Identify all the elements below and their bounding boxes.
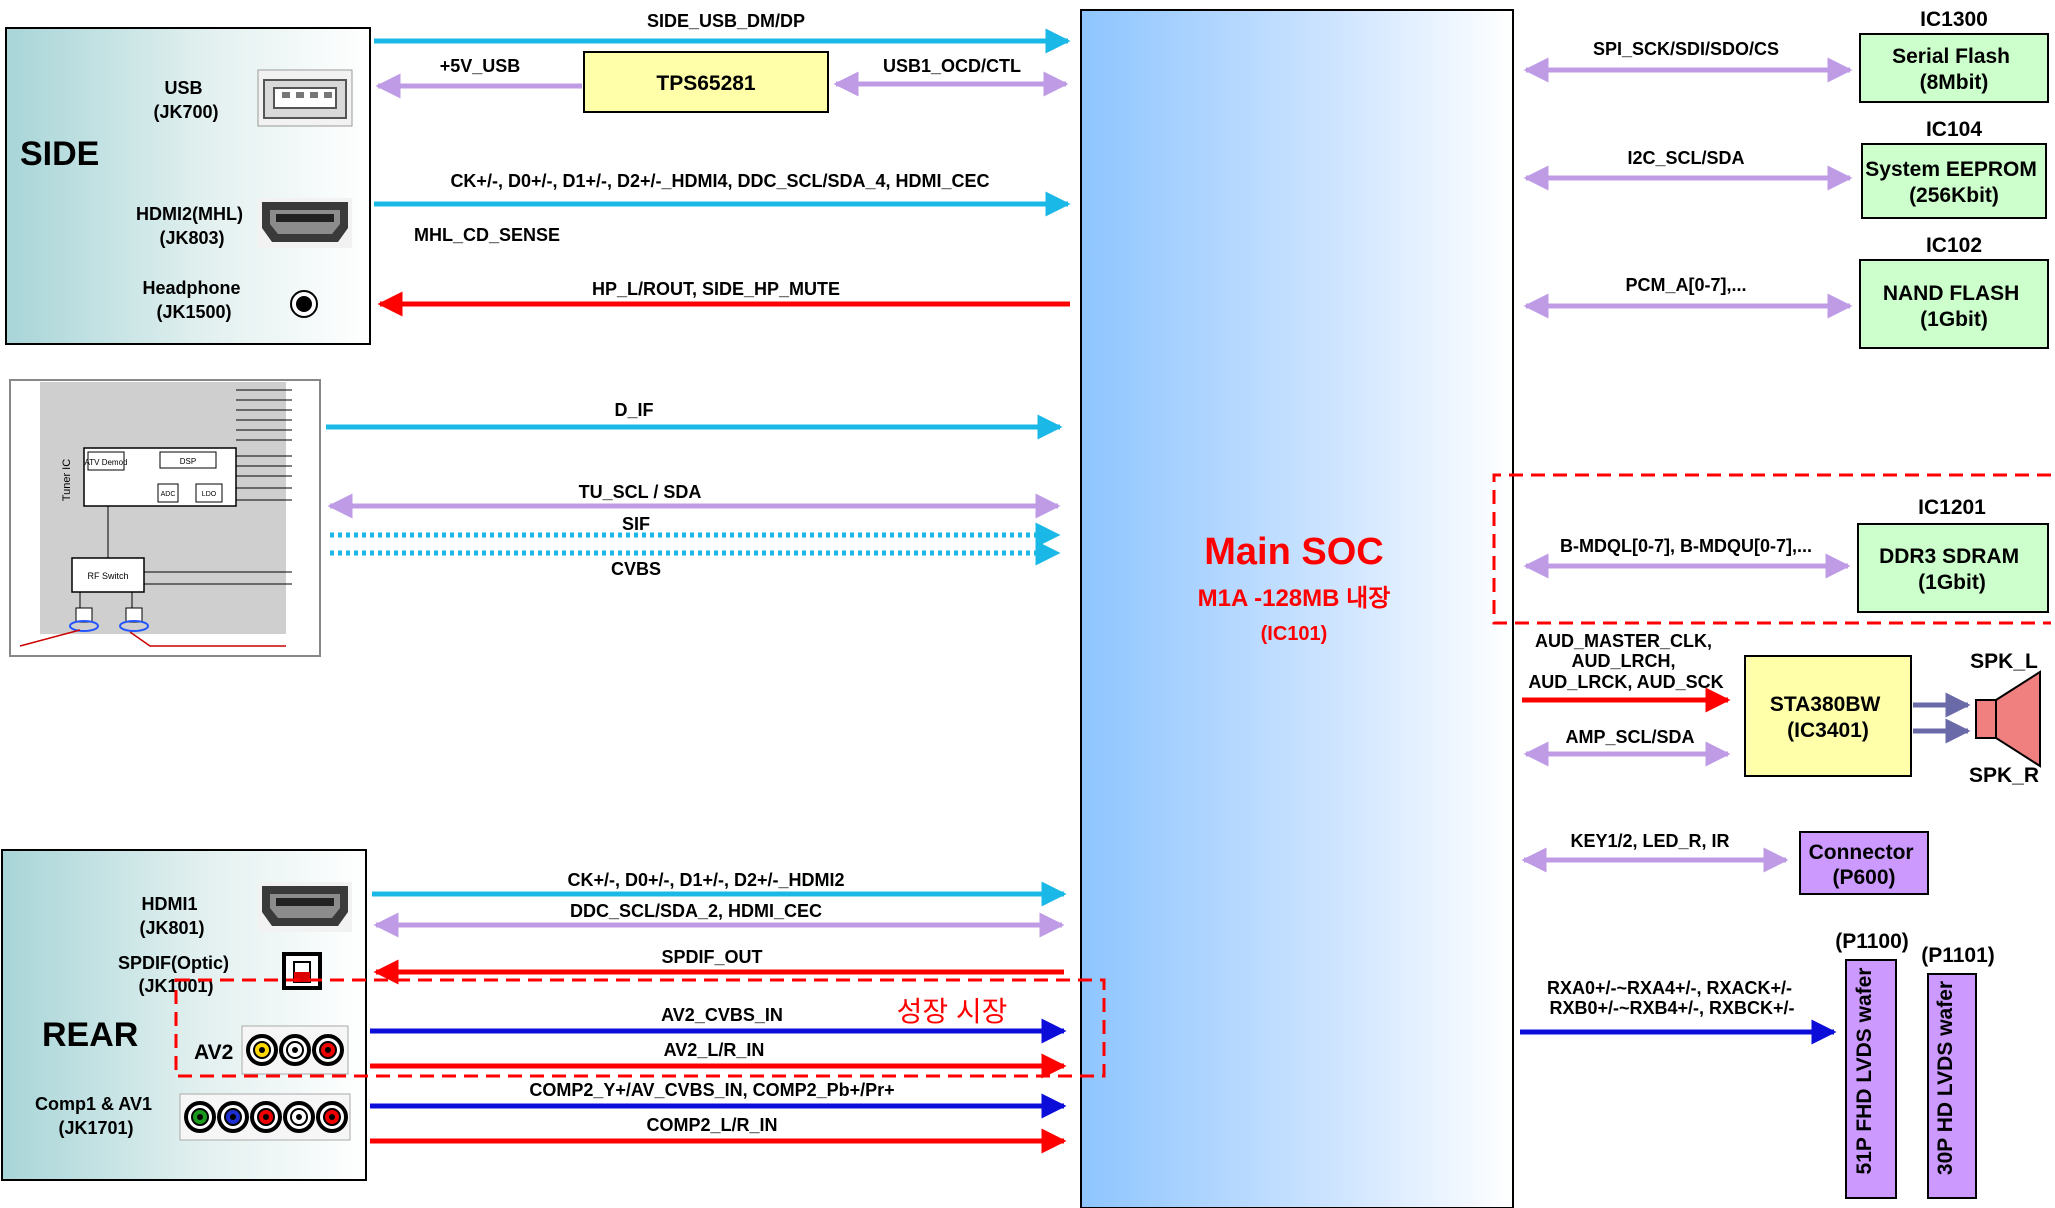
sig-amp: AMP_SCL/SDA	[1565, 727, 1694, 747]
sig-comp2: COMP2_Y+/AV_CVBS_IN, COMP2_Pb+/Pr+	[529, 1080, 894, 1100]
sig-hdmi2: CK+/-, D0+/-, D1+/-, D2+/-_HDMI2	[567, 870, 844, 890]
av2-rca-jacks-icon	[242, 1026, 348, 1074]
ic104-ref: IC104	[1926, 118, 1982, 141]
sig-i2c: I2C_SCL/SDA	[1627, 148, 1744, 168]
sig-av2-cvbs: AV2_CVBS_IN	[661, 1005, 783, 1025]
sig-5v-usb: +5V_USB	[440, 56, 521, 76]
sig-comp2-lr: COMP2_L/R_IN	[646, 1115, 777, 1135]
sig-key: KEY1/2, LED_R, IR	[1570, 831, 1729, 851]
sig-usb1-ocd: USB1_OCD/CTL	[883, 56, 1021, 76]
p1101-ref: (P1101)	[1921, 944, 1995, 967]
sig-sif: SIF	[622, 514, 650, 534]
svg-text:RF Switch: RF Switch	[87, 571, 128, 581]
svg-text:ADC: ADC	[161, 491, 176, 498]
sig-side-usb: SIDE_USB_DM/DP	[647, 11, 805, 31]
ic1300-ref: IC1300	[1920, 8, 1988, 31]
sig-d-if: D_IF	[614, 400, 653, 420]
spk-r-label: SPK_R	[1969, 764, 2039, 787]
sig-hdmi4: CK+/-, D0+/-, D1+/-, D2+/-_HDMI4, DDC_SC…	[450, 171, 989, 191]
soc-subtitle: M1A -128MB 내장	[1198, 585, 1391, 612]
sig-lvds: RXA0+/-~RXA4+/-, RXACK+/- RXB0+/-~RXB4+/…	[1547, 978, 1797, 1018]
usb-port-icon	[258, 70, 352, 126]
hdmi1-port-icon	[258, 882, 352, 932]
side-panel: SIDE USB (JK700) HDMI2(MHL) (JK803) Head…	[6, 28, 370, 344]
svg-text:LDO: LDO	[202, 491, 217, 498]
sig-hp: HP_L/ROUT, SIDE_HP_MUTE	[592, 279, 840, 299]
rear-title: REAR	[42, 1016, 138, 1054]
sig-cvbs: CVBS	[611, 559, 661, 579]
peripheral-blocks: IC1300 Serial Flash (8Mbit) IC104 System…	[1494, 8, 2051, 1198]
sig-aud: AUD_MASTER_CLK, AUD_LRCH, AUD_LRCK, AUD_…	[1528, 631, 1723, 692]
amp-box	[1745, 656, 1911, 776]
ic102-ref: IC102	[1926, 234, 1982, 257]
speaker-icon	[1976, 672, 2040, 766]
p1100-ref: (P1100)	[1835, 930, 1909, 953]
sig-spdif-out: SPDIF_OUT	[661, 947, 762, 967]
sig-pcm: PCM_A[0-7],...	[1625, 275, 1746, 295]
sig-ddr: B-MDQL[0-7], B-MDQU[0-7],...	[1560, 536, 1812, 556]
p1100-name: 51P FHD LVDS wafer	[1853, 968, 1876, 1175]
tuner-thumbnail: Tuner IC ATV Demod DSP ADC LDO RF Switch	[10, 380, 320, 656]
av2-label: AV2	[194, 1041, 233, 1064]
main-soc-block: Main SOC M1A -128MB 내장 (IC101)	[1081, 10, 1513, 1208]
sig-tu-scl: TU_SCL / SDA	[579, 482, 702, 502]
sig-spi: SPI_SCK/SDI/SDO/CS	[1593, 39, 1779, 59]
sig-av2-lr: AV2_L/R_IN	[664, 1040, 765, 1060]
tps65281-box: TPS65281	[584, 52, 828, 112]
p1101-name: 30P HD LVDS wafer	[1934, 981, 1957, 1175]
svg-text:DSP: DSP	[180, 457, 196, 466]
optical-port-icon	[284, 954, 320, 988]
tuner-chip-title: Tuner IC	[61, 459, 73, 501]
soc-ref: (IC101)	[1261, 623, 1328, 645]
soc-title: Main SOC	[1204, 531, 1383, 573]
comp-rca-jacks-icon	[180, 1094, 350, 1140]
ic1201-ref: IC1201	[1918, 496, 1986, 519]
tps65281-label: TPS65281	[656, 72, 756, 95]
sig-ddc2: DDC_SCL/SDA_2, HDMI_CEC	[570, 901, 822, 921]
svg-text:ATV Demod: ATV Demod	[85, 458, 128, 467]
rear-panel: REAR HDMI1 (JK801) SPDIF(Optic) (JK1001)…	[2, 850, 366, 1180]
spk-l-label: SPK_L	[1970, 650, 2038, 673]
sig-mhl-cd: MHL_CD_SENSE	[414, 225, 560, 245]
hdmi2-port-icon	[258, 198, 352, 248]
headphone-jack-icon	[291, 291, 317, 317]
ic1201-box	[1858, 524, 2048, 612]
growth-market-label: 성장 시장	[897, 996, 1008, 1027]
left-signals: SIDE_USB_DM/DP +5V_USB USB1_OCD/CTL CK+/…	[326, 11, 1070, 1141]
side-title: SIDE	[20, 135, 99, 173]
